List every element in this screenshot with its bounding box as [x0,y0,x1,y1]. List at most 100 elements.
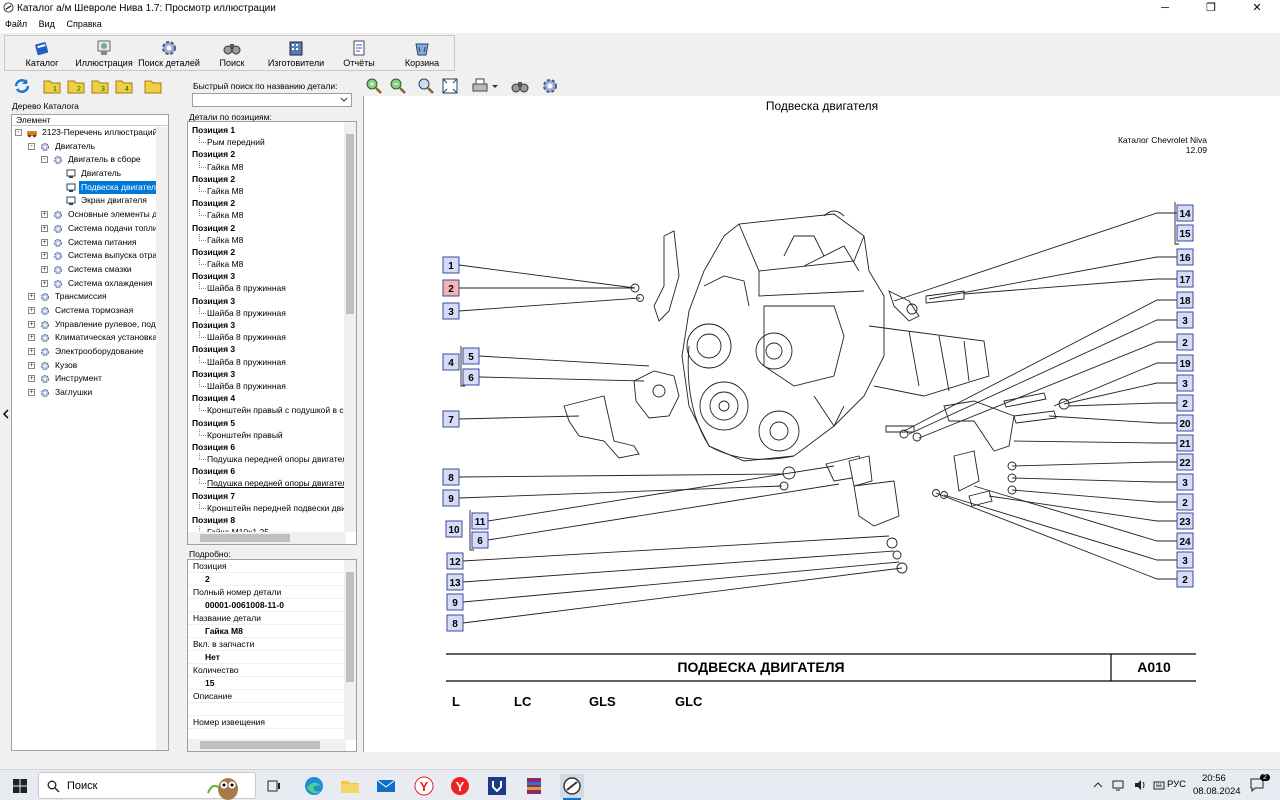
callout-box[interactable] [462,368,480,386]
minimize-button[interactable]: ─ [1161,2,1169,14]
tree-expander[interactable]: + [28,348,35,355]
callout-box[interactable] [1176,374,1194,392]
position-header[interactable]: Позиция 3 [192,295,236,306]
details-vertical-scrollbar[interactable] [344,560,356,740]
print-icon[interactable] [470,76,490,96]
scroll-thumb[interactable] [346,134,354,314]
right-callout[interactable]: 2 [1176,394,1194,412]
callout-box[interactable] [446,573,464,591]
position-part[interactable]: Шайба 8 пружинная [188,331,344,343]
tree-expander[interactable]: + [28,334,35,342]
collapse-panel-arrow-icon[interactable] [3,408,9,420]
position-header[interactable]: Позиция 8 [192,515,236,525]
catalog-app-icon[interactable] [560,774,584,798]
callout-box[interactable] [442,256,460,274]
tree-expander[interactable]: + [28,306,35,314]
volume-icon[interactable] [1134,779,1146,791]
tree-expander[interactable]: + [28,375,35,383]
tree-item[interactable]: +Кузов [12,359,168,373]
position-header[interactable]: Позиция 2 [192,149,236,160]
left-callout[interactable]: 13 [446,573,464,591]
callout-box[interactable] [1176,434,1194,452]
position-part[interactable]: Подушка передней опоры двигател [188,453,344,465]
callout-box[interactable] [1176,453,1194,471]
binoculars-icon[interactable] [510,76,530,96]
right-callout[interactable]: 24 [1176,532,1194,550]
left-callout[interactable]: 8 [442,468,460,486]
tree-expander[interactable]: + [41,224,48,232]
settings-gear-icon[interactable] [540,76,560,96]
callout-box[interactable] [1176,570,1194,588]
tree-item[interactable]: +Система охлаждения [12,277,168,291]
left-callout[interactable]: 9 [442,489,460,507]
position-header[interactable]: Позиция 3 [192,271,236,282]
tree-expander[interactable]: + [41,252,48,260]
position-header[interactable]: Позиция 6 [192,441,236,452]
right-callout[interactable]: 19 [1176,354,1194,372]
clock-time[interactable]: 20:56 [1202,773,1226,784]
position-header[interactable]: Позиция 6 [192,466,236,477]
edge-browser-icon[interactable] [302,774,326,798]
positions-vertical-scrollbar[interactable] [344,122,356,532]
tree-vertical-scrollbar[interactable] [156,127,168,750]
callout-box[interactable] [442,279,460,297]
callout-box[interactable] [1176,414,1194,432]
position-header[interactable]: Позиция 7 [192,490,236,501]
right-callout[interactable]: 3 [1176,311,1194,329]
zoom-out-icon[interactable] [388,76,408,96]
tree-item[interactable]: +Система тормозная [12,304,168,318]
task-view-icon[interactable] [262,774,286,798]
position-part[interactable]: Шайба 8 пружинная [188,282,344,294]
tree-item[interactable]: +Система питания [12,236,168,250]
position-header[interactable]: Позиция 2 [192,222,236,233]
quicksearch-combobox[interactable] [192,93,352,107]
callout-box[interactable] [1176,532,1194,550]
position-header[interactable]: Позиция 2 [192,198,236,209]
folder-2-icon[interactable]: 2 [66,76,86,96]
toolbar-search-button[interactable]: Поиск [201,36,263,70]
tree-expander[interactable]: + [41,279,48,287]
details-horizontal-scrollbar[interactable] [188,739,346,751]
left-callout[interactable]: 2 [442,279,460,297]
maximize-button[interactable]: ❐ [1206,2,1216,14]
right-callout[interactable]: 20 [1176,414,1194,432]
position-part[interactable]: Шайба 8 пружинная [188,306,344,319]
tree-column-header[interactable]: Элемент [12,115,168,126]
toolbar-basket-button[interactable]: Корзина [391,36,453,70]
positions-horizontal-scrollbar[interactable] [188,532,346,544]
left-callout[interactable]: 9 [446,593,464,611]
left-callout[interactable]: 6 [462,368,480,386]
callout-box[interactable] [1176,291,1194,309]
tree-expander[interactable]: + [41,238,48,246]
position-part[interactable]: Гайка М8 [188,160,344,173]
position-part[interactable]: Кронштейн правый с подушкой в сб [188,404,344,416]
callout-box[interactable] [442,468,460,486]
tree-item[interactable]: -Двигатель [12,140,168,154]
callout-box[interactable] [471,512,489,530]
callout-box[interactable] [442,410,460,428]
right-callout[interactable]: 2 [1176,493,1194,511]
folder-1-icon[interactable]: 1 [42,76,62,96]
right-callout[interactable]: 17 [1176,270,1194,288]
left-callout[interactable]: 5 [462,347,480,365]
callout-box[interactable] [442,353,460,371]
right-callout[interactable]: 3 [1176,551,1194,569]
yandex-browser-icon[interactable]: Y [412,774,436,798]
position-header[interactable]: Позиция 3 [192,368,236,379]
tree-item[interactable]: Двигатель [12,167,168,181]
tree-item[interactable]: Подвеска двигателя [12,180,168,195]
fit-to-window-icon[interactable] [440,76,460,96]
left-callout[interactable]: 11 [471,512,489,530]
menu-help[interactable]: Справка [66,19,102,29]
tree-item[interactable]: +Управление рулевое, под... [12,318,168,332]
folder-3-icon[interactable]: 3 [90,76,110,96]
file-explorer-icon[interactable] [338,774,362,798]
callout-box[interactable] [1176,551,1194,569]
callout-box[interactable] [1176,333,1194,351]
right-callout[interactable]: 3 [1176,374,1194,392]
toolbar-illustration-button[interactable]: Иллюстрация [73,36,135,70]
tree-item[interactable]: -2123-Перечень иллюстраций-2... [12,126,168,140]
tree-item[interactable]: -Двигатель в сборе [12,153,168,167]
tree-item[interactable]: +Инструмент [12,372,168,386]
tree-expander[interactable]: + [41,265,48,273]
